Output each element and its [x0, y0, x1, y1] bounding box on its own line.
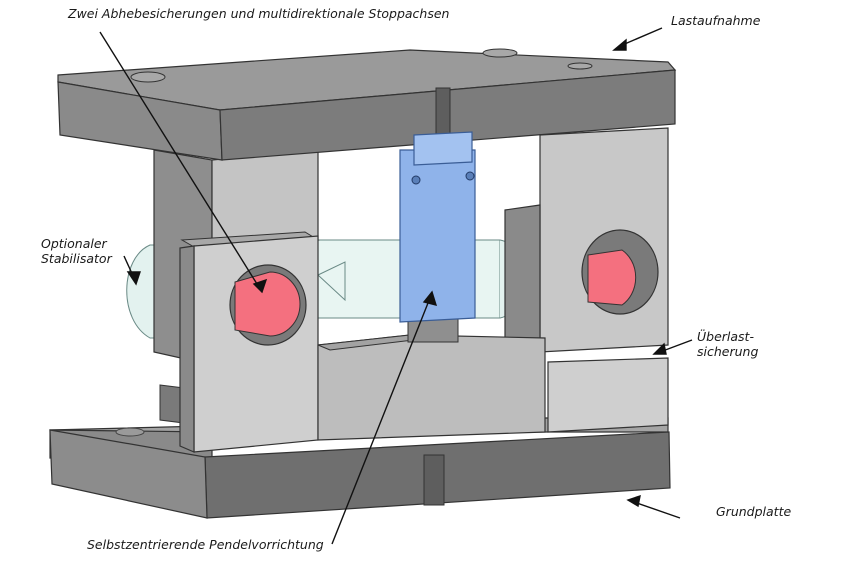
left-stop-block — [179, 235, 319, 453]
right-column — [504, 127, 669, 433]
leader-load — [619, 27, 663, 47]
label-load-plate: Lastaufnahme — [671, 13, 761, 28]
label-stabilizer: Optionaler Stabilisator — [41, 236, 112, 266]
label-base-plate: Grundplatte — [716, 504, 792, 519]
label-overload: Überlast- sicherung — [697, 329, 758, 359]
leader-pendulum — [331, 297, 431, 545]
label-stabilizer-line2: Stabilisator — [41, 251, 112, 266]
label-stop-axes: Zwei Abhebesicherungen und multidirektio… — [68, 6, 450, 21]
leader-base — [633, 501, 681, 519]
label-overload-line2: sicherung — [697, 344, 759, 359]
top-plate — [57, 48, 677, 161]
label-pendulum: Selbstzentrierende Pendelvorrichtung — [87, 537, 324, 552]
load-cell-pendulum — [399, 131, 476, 323]
label-stabilizer-line1: Optionaler — [41, 236, 107, 251]
leader-lines — [99, 27, 693, 545]
leader-stops — [99, 31, 263, 293]
label-overload-line1: Überlast- — [697, 329, 754, 344]
